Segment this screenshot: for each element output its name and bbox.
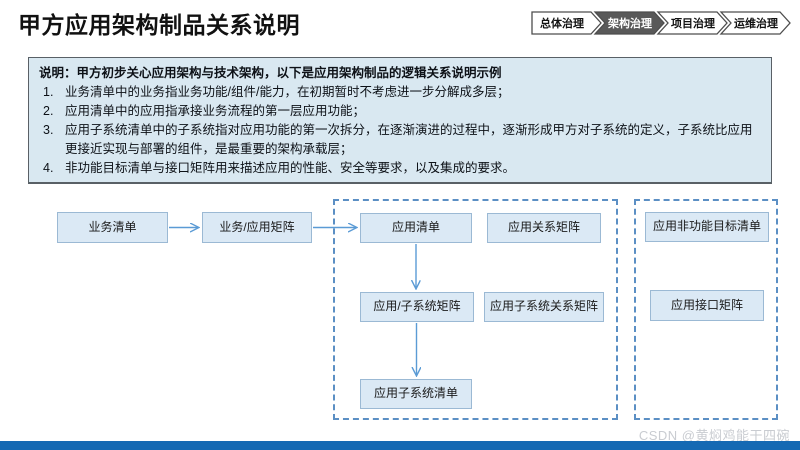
- notice-heading: 说明：甲方初步关心应用架构与技术架构，以下是应用架构制品的逻辑关系说明示例: [39, 66, 502, 80]
- application-artifacts-group: [333, 199, 618, 420]
- node-app-subsystem-relation-matrix: 应用子系统关系矩阵: [484, 292, 604, 322]
- notice-item-number: 4.: [43, 161, 54, 175]
- notice-item-number: 2.: [43, 104, 54, 118]
- nav-item-label: 总体治理: [540, 16, 584, 30]
- node-app-subsystem-matrix: 应用/子系统矩阵: [360, 292, 474, 322]
- notice-item-number: 1.: [43, 85, 54, 99]
- nav-item-architecture-governance[interactable]: 架构治理: [593, 11, 665, 35]
- nav-item-project-governance[interactable]: 项目治理: [656, 11, 728, 35]
- notice-item: 1. 业务清单中的业务指业务功能/组件/能力，在初期暂时不考虑进一步分解成多层；: [39, 83, 761, 102]
- notice-item: 2. 应用清单中的应用指承接业务流程的第一层应用功能；: [39, 102, 761, 121]
- nonfunctional-artifacts-group: [634, 199, 778, 420]
- nav-item-label: 项目治理: [671, 16, 715, 30]
- notice-item-text: 业务清单中的业务指业务功能/组件/能力，在初期暂时不考虑进一步分解成多层；: [65, 85, 510, 99]
- notice-item-text: 应用清单中的应用指承接业务流程的第一层应用功能；: [65, 104, 366, 118]
- node-app-interface-matrix: 应用接口矩阵: [650, 290, 764, 321]
- node-app-list: 应用清单: [360, 213, 472, 243]
- nav-item-operations-governance[interactable]: 运维治理: [719, 11, 791, 35]
- breadcrumb: 总体治理 架构治理 项目治理 运维治理: [531, 11, 791, 35]
- nav-item-overall-governance[interactable]: 总体治理: [531, 11, 602, 35]
- notice-item: 3. 应用子系统清单中的子系统指对应用功能的第一次拆分，在逐渐演进的过程中，逐渐…: [39, 121, 761, 159]
- notice-item: 4. 非功能目标清单与接口矩阵用来描述应用的性能、安全等要求，以及集成的要求。: [39, 159, 761, 178]
- notice-box: 说明：甲方初步关心应用架构与技术架构，以下是应用架构制品的逻辑关系说明示例 1.…: [28, 57, 772, 184]
- notice-item-text: 非功能目标清单与接口矩阵用来描述应用的性能、安全等要求，以及集成的要求。: [65, 161, 516, 175]
- notice-item-number: 3.: [43, 123, 54, 137]
- notice-item-text: 应用子系统清单中的子系统指对应用功能的第一次拆分，在逐渐演进的过程中，逐渐形成甲…: [65, 123, 753, 156]
- nav-item-label: 架构治理: [607, 16, 652, 30]
- node-app-nonfunctional-goal-list: 应用非功能目标清单: [645, 212, 769, 242]
- node-app-relation-matrix: 应用关系矩阵: [487, 213, 601, 243]
- nav-item-label: 运维治理: [734, 16, 778, 30]
- bottom-accent-bar: [0, 441, 800, 450]
- node-app-subsystem-list: 应用子系统清单: [360, 379, 472, 409]
- node-business-list: 业务清单: [57, 212, 168, 243]
- csdn-watermark: CSDN @黄焖鸡能干四碗: [638, 428, 790, 443]
- node-business-app-matrix: 业务/应用矩阵: [202, 212, 312, 243]
- page-title: 甲方应用架构制品关系说明: [18, 12, 300, 38]
